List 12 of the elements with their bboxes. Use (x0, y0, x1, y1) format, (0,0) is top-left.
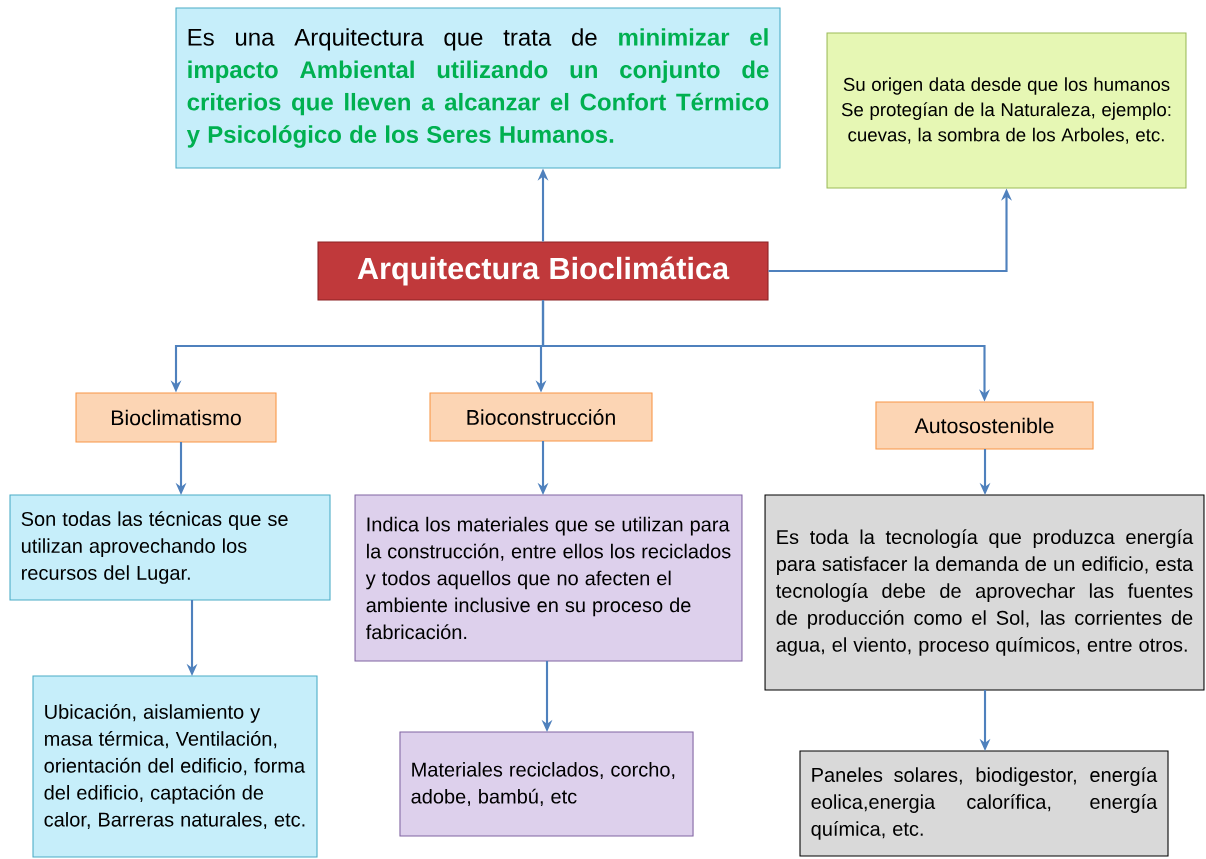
example-box: Materiales reciclados, corcho, adobe, bambú, etc (399, 731, 694, 837)
definition-box: Es una Arquitectura que trata de minimizar el impacto Ambiental utilizando un conjunto de criterios que lleven a alcanzar el Confort Térmico y Psicológico de los Seres Humanos. (175, 7, 781, 169)
title-box: Arquitectura Bioclimática (317, 241, 769, 301)
example-box: Ubicación, aislamiento y masa térmica, Ventilación, orientación del edificio, forma del edificio, captación de calor, Barreras naturales, etc. (32, 675, 318, 858)
example-box: Paneles solares, biodigestor, energía eolica,energia calorífica, energía química, etc. (799, 750, 1169, 857)
category-box: Bioconstrucción (429, 392, 653, 442)
description-box: Son todas las técnicas que se utilizan aprovechando los recursos del Lugar. (9, 494, 331, 601)
note-box: Su origen data desde que los humanos Se protegían de la Naturaleza, ejemplo: cuevas, la sombra de los Arboles, etc. (826, 32, 1187, 189)
description-box: Indica los materiales que se utilizan para la construcción, entre ellos los reciclados y todos aquellos que no afecten el ambiente inclusive en su proceso de fabricación. (354, 494, 743, 662)
category-box: Bioclimatismo (75, 392, 277, 443)
description-box: Es toda la tecnología que produzca energía para satisfacer la demanda de un edificio, esta tecnología debe de aprovechar las fuentes de producción como el Sol, las corrientes de agua, el viento, proceso químicos, entre otros. (764, 494, 1205, 691)
category-box: Autosostenible (875, 401, 1094, 450)
